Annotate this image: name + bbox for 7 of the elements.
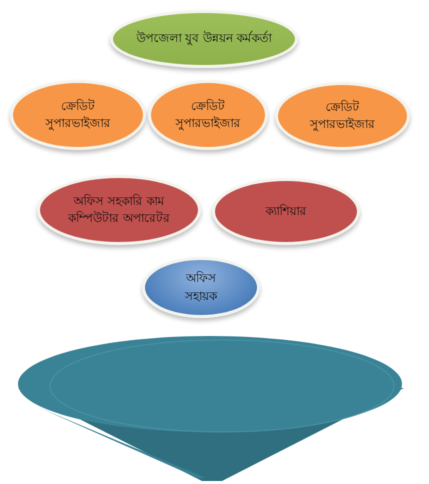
role-title: উপজেলা যুব উন্নয়ন কর্মকর্তা <box>136 30 272 48</box>
role-title: ক্রেডিট সুপারভাইজার <box>308 98 376 134</box>
role-title: অফিস সহায়ক <box>184 270 218 304</box>
role-title: অফিস সহকারি কাম কম্পিউটার অপারেটর <box>66 192 171 227</box>
role-title: ক্রেডিট সুপারভাইজার <box>44 98 112 132</box>
role-title: ক্যাশিয়ার <box>266 202 306 220</box>
role-title: ক্রেডিট সুপারভাইজার <box>174 98 242 132</box>
